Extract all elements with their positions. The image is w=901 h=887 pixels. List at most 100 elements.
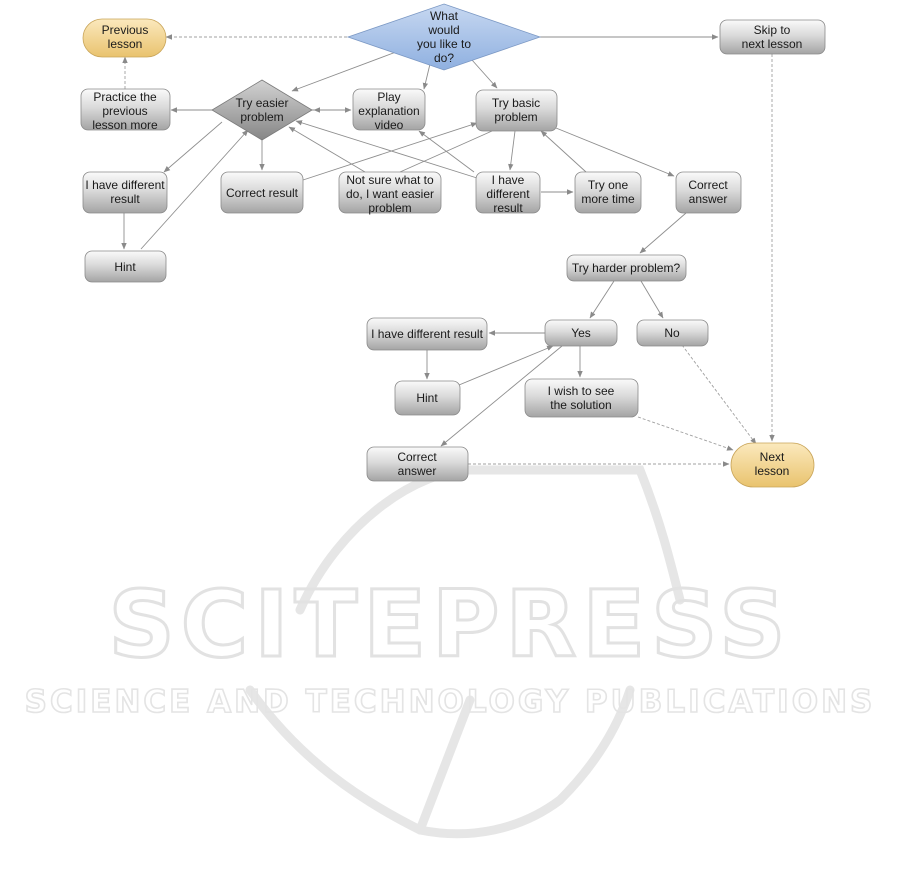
node-text-line: lesson [108,37,143,51]
watermark: SCITEPRESS SCIENCE AND TECHNOLOGY PUBLIC… [24,465,876,839]
node-text-line: No [664,326,680,340]
svg-text:I have different result: I have different result [371,327,484,341]
node-text-line: more time [581,192,635,206]
svg-text:Yes: Yes [571,326,591,340]
node-text-line: Correct [688,178,728,192]
svg-text:Hint: Hint [114,260,136,274]
node-text-line: Yes [571,326,591,340]
node-text-line: Try basic [492,96,540,110]
connector [637,416,734,451]
connector [681,344,757,445]
svg-text:Correct result: Correct result [226,186,299,200]
node-text-line: problem [368,201,411,215]
node-text-line: lesson more [92,118,158,132]
node-text-line: answer [689,192,728,206]
connector [163,121,223,173]
node-text-line: I wish to see [548,384,615,398]
node-text-line: lesson [755,464,790,478]
box-hint-low[interactable]: Hint [394,380,461,416]
node-text-line: different [486,187,530,201]
node-text-line: Try one [588,178,629,192]
connector [295,120,478,179]
node-text-line: the solution [550,398,611,412]
connector [540,130,587,173]
node-text-line: video [375,118,404,132]
node-text-line: Correct [397,450,437,464]
svg-text:Try harder problem?: Try harder problem? [572,261,681,275]
connector [471,59,498,89]
connector [508,130,516,171]
connector [589,280,615,319]
node-text-line: result [110,192,140,206]
svg-text:Hint: Hint [416,391,438,405]
node-text-line: answer [398,464,437,478]
node-text-line: Skip to [754,23,791,37]
connector [555,127,675,177]
node-text-line: I have different result [371,327,484,341]
node-text-line: Play [377,90,400,104]
box-different-result-low[interactable]: I have different result [366,317,488,351]
node-text-line: would [427,23,459,37]
node-text-line: Hint [416,391,438,405]
connector [440,345,563,447]
connector [288,126,366,173]
node-text-line: result [493,201,523,215]
node-text-line: previous [102,104,147,118]
node-text-line: Practice the [93,90,157,104]
node-text-line: Not sure what to [346,173,434,187]
node-text-line: do, I want easier [346,187,434,201]
box-correct-result[interactable]: Correct result [220,171,304,214]
connector [399,130,493,173]
node-text-line: explanation [358,104,419,118]
box-hint-left[interactable]: Hint [84,250,167,283]
box-try-harder-problem[interactable]: Try harder problem? [566,254,687,282]
connector [302,122,478,181]
node-text-line: problem [240,110,283,124]
connector [422,63,431,90]
node-text-line: problem [494,110,537,124]
box-yes[interactable]: Yes [544,319,618,347]
node-text-line: I have [492,173,525,187]
node-text-line: do? [434,51,454,65]
connector [140,129,249,250]
node-text-line: I have different [85,178,165,192]
box-no[interactable]: No [636,319,709,347]
node-text-line: Correct result [226,186,299,200]
node-text-line: you like to [417,37,471,51]
watermark-tagline: SCIENCE AND TECHNOLOGY PUBLICATIONS [25,684,876,720]
connector [291,51,397,92]
svg-text:No: No [664,326,680,340]
node-text-line: Next [760,450,785,464]
connector [458,345,554,386]
node-text-line: Previous [102,23,149,37]
flow-connectors [121,34,775,467]
